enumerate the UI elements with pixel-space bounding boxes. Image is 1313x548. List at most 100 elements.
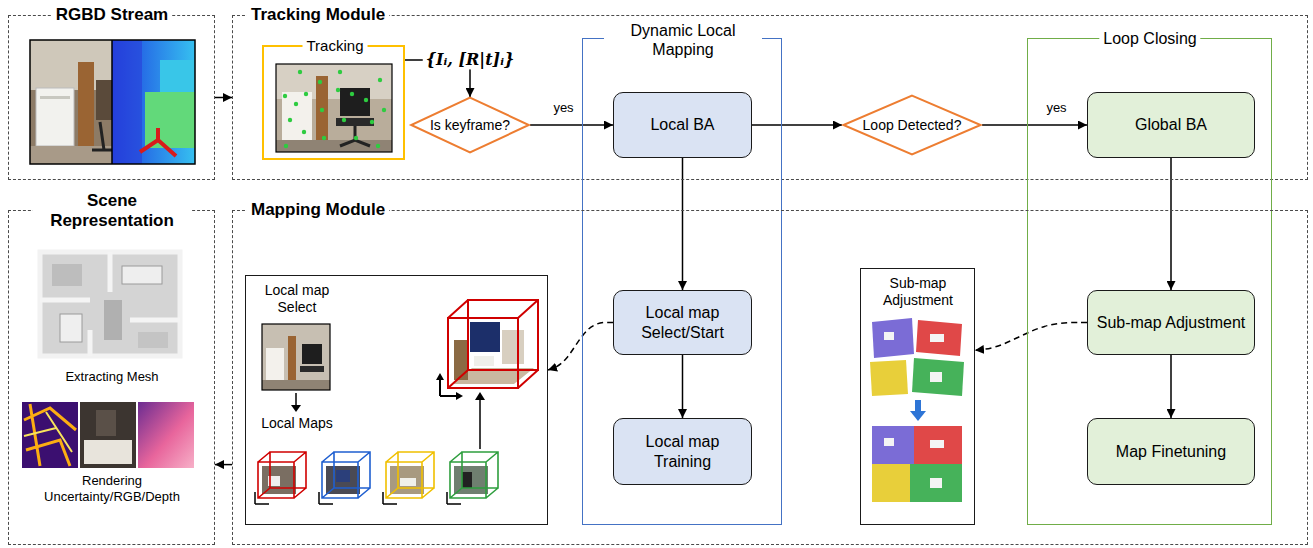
tracking-frame-image-part-part — [320, 108, 324, 112]
local-map-illustration-part — [475, 392, 485, 400]
tracking-frame-image-part-part — [378, 78, 382, 82]
local-map-illustration-part — [255, 492, 461, 504]
process-box: Local BA — [613, 92, 752, 158]
rgbd-frames-part — [36, 88, 74, 146]
local-map-illustration-part — [300, 366, 324, 372]
arrow-connector — [982, 124, 1087, 126]
rgbd-frames-part — [40, 96, 70, 99]
tracking-frame-image-part-part — [338, 70, 342, 74]
arrow-connector — [682, 355, 684, 418]
rendered-views-part — [138, 402, 194, 468]
submap-illustration-part — [884, 438, 894, 446]
illustration-panel: Sub-map Adjustment — [860, 268, 975, 525]
tracking-frame-image-part-part — [336, 88, 340, 92]
submap-illustration-part — [884, 332, 894, 340]
local-map-illustration-part — [470, 322, 500, 352]
submap-illustration-part — [916, 320, 962, 356]
process-box: Sub-map Adjustment — [1087, 290, 1255, 355]
edge-label: {Iᵢ, [R|t]ᵢ} — [423, 50, 518, 69]
tracking-frame-image-part — [276, 64, 392, 152]
arrow-connector — [215, 97, 232, 99]
module-frame: Mapping ModuleLocal map SelectLocal Maps… — [232, 210, 1308, 545]
tracking-frame-image-part-part — [350, 92, 354, 96]
process-label: Local BA — [650, 115, 714, 134]
stage-frame: Dynamic Local MappingLocal BALocal map S… — [582, 38, 782, 525]
rendered-views-part — [24, 404, 76, 466]
mesh-rendering-part — [40, 252, 180, 356]
process-label: Sub-map Adjustment — [1097, 313, 1246, 332]
dashed-connector — [548, 322, 613, 370]
tracking-frame-image-part-part — [370, 120, 374, 124]
local-map-illustration-part — [462, 472, 472, 488]
image-caption: Local Maps — [261, 415, 333, 432]
arrow-connector — [215, 464, 232, 466]
mesh-rendering-part — [104, 300, 122, 340]
mesh-rendering-part — [138, 332, 168, 348]
tracking-frame-image-part — [316, 76, 328, 146]
tracking-frame-image-part-part — [318, 80, 322, 84]
local-map-illustration-part — [291, 405, 301, 412]
image-caption: Rendering Uncertainty/RGB/Depth — [22, 473, 202, 504]
tracking-frame-image-part-part — [342, 118, 346, 122]
local-map-illustration-part — [302, 344, 322, 364]
tracking-frame-image — [276, 64, 392, 152]
submap-illustration-part — [930, 440, 944, 448]
local-map-illustration-part — [502, 330, 524, 364]
image-caption: Extracting Mesh — [65, 369, 158, 385]
submap-illustration — [870, 318, 964, 502]
module-heading: Mapping Module — [247, 200, 389, 220]
decision-label: Is keyframe? — [430, 117, 510, 134]
local-map-illustration-part — [436, 373, 463, 400]
submap-illustration-part — [910, 411, 926, 421]
tracking-frame-image-part-part — [354, 136, 358, 140]
arrow-connector — [1170, 158, 1172, 290]
rgbd-frames-part — [112, 40, 195, 164]
local-map-illustration-part — [295, 393, 297, 406]
process-label: Map Finetuning — [1116, 442, 1226, 461]
tracking-frame-image-part-part — [376, 144, 380, 148]
tracking-frame-image-part-part — [322, 136, 326, 140]
process-label: Global BA — [1135, 115, 1207, 134]
diamond-shape — [411, 98, 529, 153]
mesh-rendering-part — [40, 252, 180, 356]
rgbd-frames — [30, 40, 195, 164]
rgbd-frames-part — [96, 80, 112, 120]
rgbd-frames-part — [145, 92, 195, 148]
diamond-shape — [843, 96, 980, 155]
local-map-illustration-part — [336, 470, 350, 482]
arrow-connector — [530, 124, 613, 126]
stage-heading: Dynamic Local Mapping — [604, 21, 762, 59]
local-map-illustration-part — [448, 300, 538, 388]
local-map-illustration-part — [262, 324, 330, 390]
dashed-connector — [975, 322, 1087, 350]
arrow-connector — [752, 124, 842, 126]
tracking-frame-image-part-part — [382, 108, 386, 112]
local-map-illustration-part — [262, 380, 330, 390]
tracking-frame-image-part-part — [302, 130, 306, 134]
submap-illustration-part — [910, 464, 962, 502]
rendered-views-part — [80, 402, 136, 468]
mesh-rendering-part — [52, 264, 82, 286]
tracking-frame-image-part-part — [283, 94, 287, 98]
rgbd-frames-part — [92, 122, 112, 150]
tracking-frame-image-part-part — [298, 70, 302, 74]
rgbd-frames-part — [112, 40, 142, 164]
tracking-frame-image-part — [276, 140, 392, 152]
local-map-illustration-part — [440, 378, 458, 396]
frame-heading: RGBD Stream — [52, 5, 172, 25]
frame-heading: Scene Representation — [33, 191, 191, 232]
panel-heading: Sub-map Adjustment — [868, 275, 968, 309]
panel-heading: Local map Select — [252, 282, 342, 316]
mesh-rendering-part — [60, 314, 82, 342]
rendered-views-part — [24, 412, 72, 452]
rgbd-frames-part — [30, 40, 112, 164]
tracking-frame-image-part — [340, 126, 370, 146]
tracking-frame-image-part-part — [304, 92, 308, 96]
panel-heading: Tracking — [303, 37, 368, 55]
mesh-rendering — [40, 252, 180, 356]
local-map-illustration-part — [288, 336, 296, 386]
local-map-illustration-part — [474, 356, 494, 366]
local-map-illustration-part — [262, 324, 330, 390]
arrow-connector — [1170, 355, 1172, 418]
arrow-connector — [682, 158, 684, 290]
